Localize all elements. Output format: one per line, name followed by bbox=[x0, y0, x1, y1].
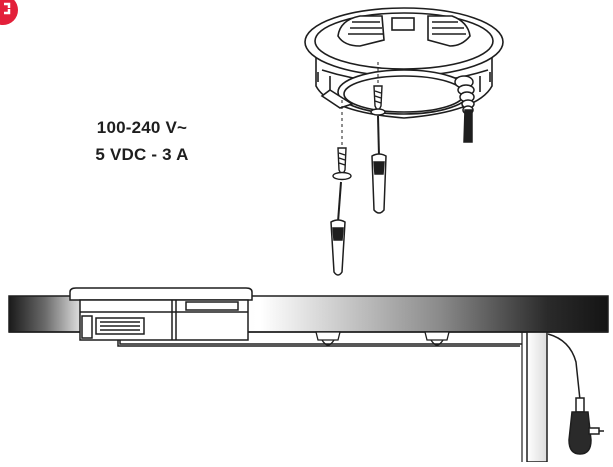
desk-leg bbox=[520, 331, 552, 463]
spec-input-voltage: 100-240 V~ bbox=[96, 118, 188, 137]
cable-clip-icon bbox=[424, 331, 450, 346]
mounted-device-icon bbox=[69, 287, 253, 341]
cable-clip-icon bbox=[315, 331, 341, 346]
alignment-guides bbox=[341, 62, 379, 152]
power-cable bbox=[117, 333, 581, 401]
screw-icon bbox=[370, 85, 386, 116]
step-badge-icon bbox=[0, 0, 18, 25]
ceiling-device-icon bbox=[304, 7, 504, 119]
screwdriver-icon bbox=[330, 181, 346, 276]
spec-output-voltage: 5 VDC - 3 A bbox=[95, 145, 189, 164]
cable-gland-icon bbox=[454, 75, 475, 143]
screw-icon bbox=[332, 147, 352, 181]
screwdriver-icon bbox=[371, 115, 387, 214]
power-adapter-icon bbox=[568, 397, 604, 455]
